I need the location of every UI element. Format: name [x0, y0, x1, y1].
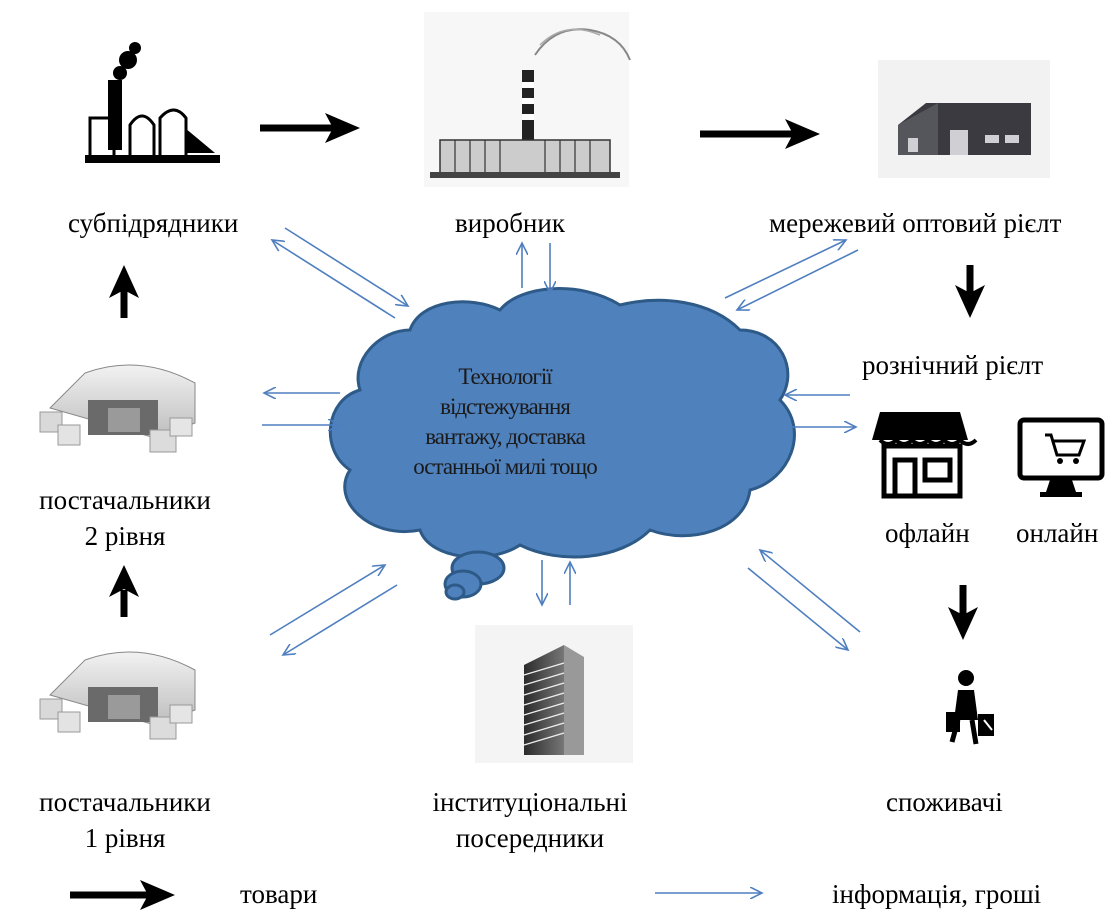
goods-arrow-subcontractors-to-manufacturer [260, 113, 360, 143]
cloud-label-line1: Технології [458, 364, 552, 389]
label-suppliers-level2: постачальники 2 рівня [20, 482, 230, 554]
goods-arrow-wholesale-to-retail [955, 265, 985, 318]
legend-goods-arrow [70, 880, 175, 910]
label-intermediaries-line1: інституціональні [432, 787, 628, 817]
info-arrow [284, 227, 408, 306]
label-consumers: споживачі [886, 787, 1003, 817]
info-arrow [724, 240, 846, 299]
label-online: онлайн [1016, 518, 1099, 548]
label-suppliers-level2-line2: 2 рівня [84, 521, 166, 551]
shop-icon [872, 412, 978, 499]
info-flow-arrows [262, 227, 861, 893]
info-arrow [747, 567, 848, 650]
label-suppliers-level1-line2: 1 рівня [84, 823, 166, 853]
label-manufacturer: виробник [455, 208, 565, 238]
cloud-label-line4: останньої милі тощо [413, 454, 598, 479]
label-suppliers-level2-line1: постачальники [39, 485, 211, 515]
label-suppliers-level1-line1: постачальники [39, 787, 211, 817]
info-arrow [737, 249, 859, 310]
cloud-label-line3: вантажу, доставка [425, 424, 586, 449]
info-arrow [272, 240, 396, 319]
goods-flow-arrows [70, 113, 985, 910]
power-plant-icon [424, 12, 631, 187]
label-intermediaries-line2: посередники [455, 823, 605, 853]
info-arrow [760, 550, 861, 633]
goods-arrow-manufacturer-to-wholesale [700, 119, 820, 149]
online-store-icon [1017, 417, 1105, 497]
warehouse-icon [878, 60, 1050, 178]
label-intermediaries: інституціональні посередники [420, 784, 640, 856]
cloud-label-line2: відстежування [440, 394, 571, 419]
legend-goods-label: товари [240, 879, 318, 909]
shopper-icon [946, 670, 994, 745]
goods-arrow-suppliers1-to-suppliers2 [109, 565, 139, 617]
goods-arrow-retail-to-consumers [948, 585, 978, 640]
storage-warehouse-icon [39, 364, 196, 453]
label-offline: офлайн [885, 518, 970, 548]
technology-cloud [328, 287, 796, 601]
label-wholesale: мережевий оптовий рієлт [769, 208, 1062, 238]
cloud-label: Технології відстежування вантажу, достав… [405, 362, 605, 482]
label-retail: рознічний рієлт [862, 350, 1044, 380]
info-arrow [283, 584, 398, 655]
factory-icon [85, 42, 220, 163]
storage-warehouse-icon [39, 651, 196, 740]
goods-arrow-suppliers2-to-subcontractors [109, 265, 139, 318]
info-arrow [269, 565, 385, 636]
label-subcontractors: субпідрядники [68, 208, 239, 238]
office-building-icon [475, 625, 633, 763]
label-suppliers-level1: постачальники 1 рівня [20, 784, 230, 856]
legend-info-label: інформація, гроші [832, 879, 1042, 909]
